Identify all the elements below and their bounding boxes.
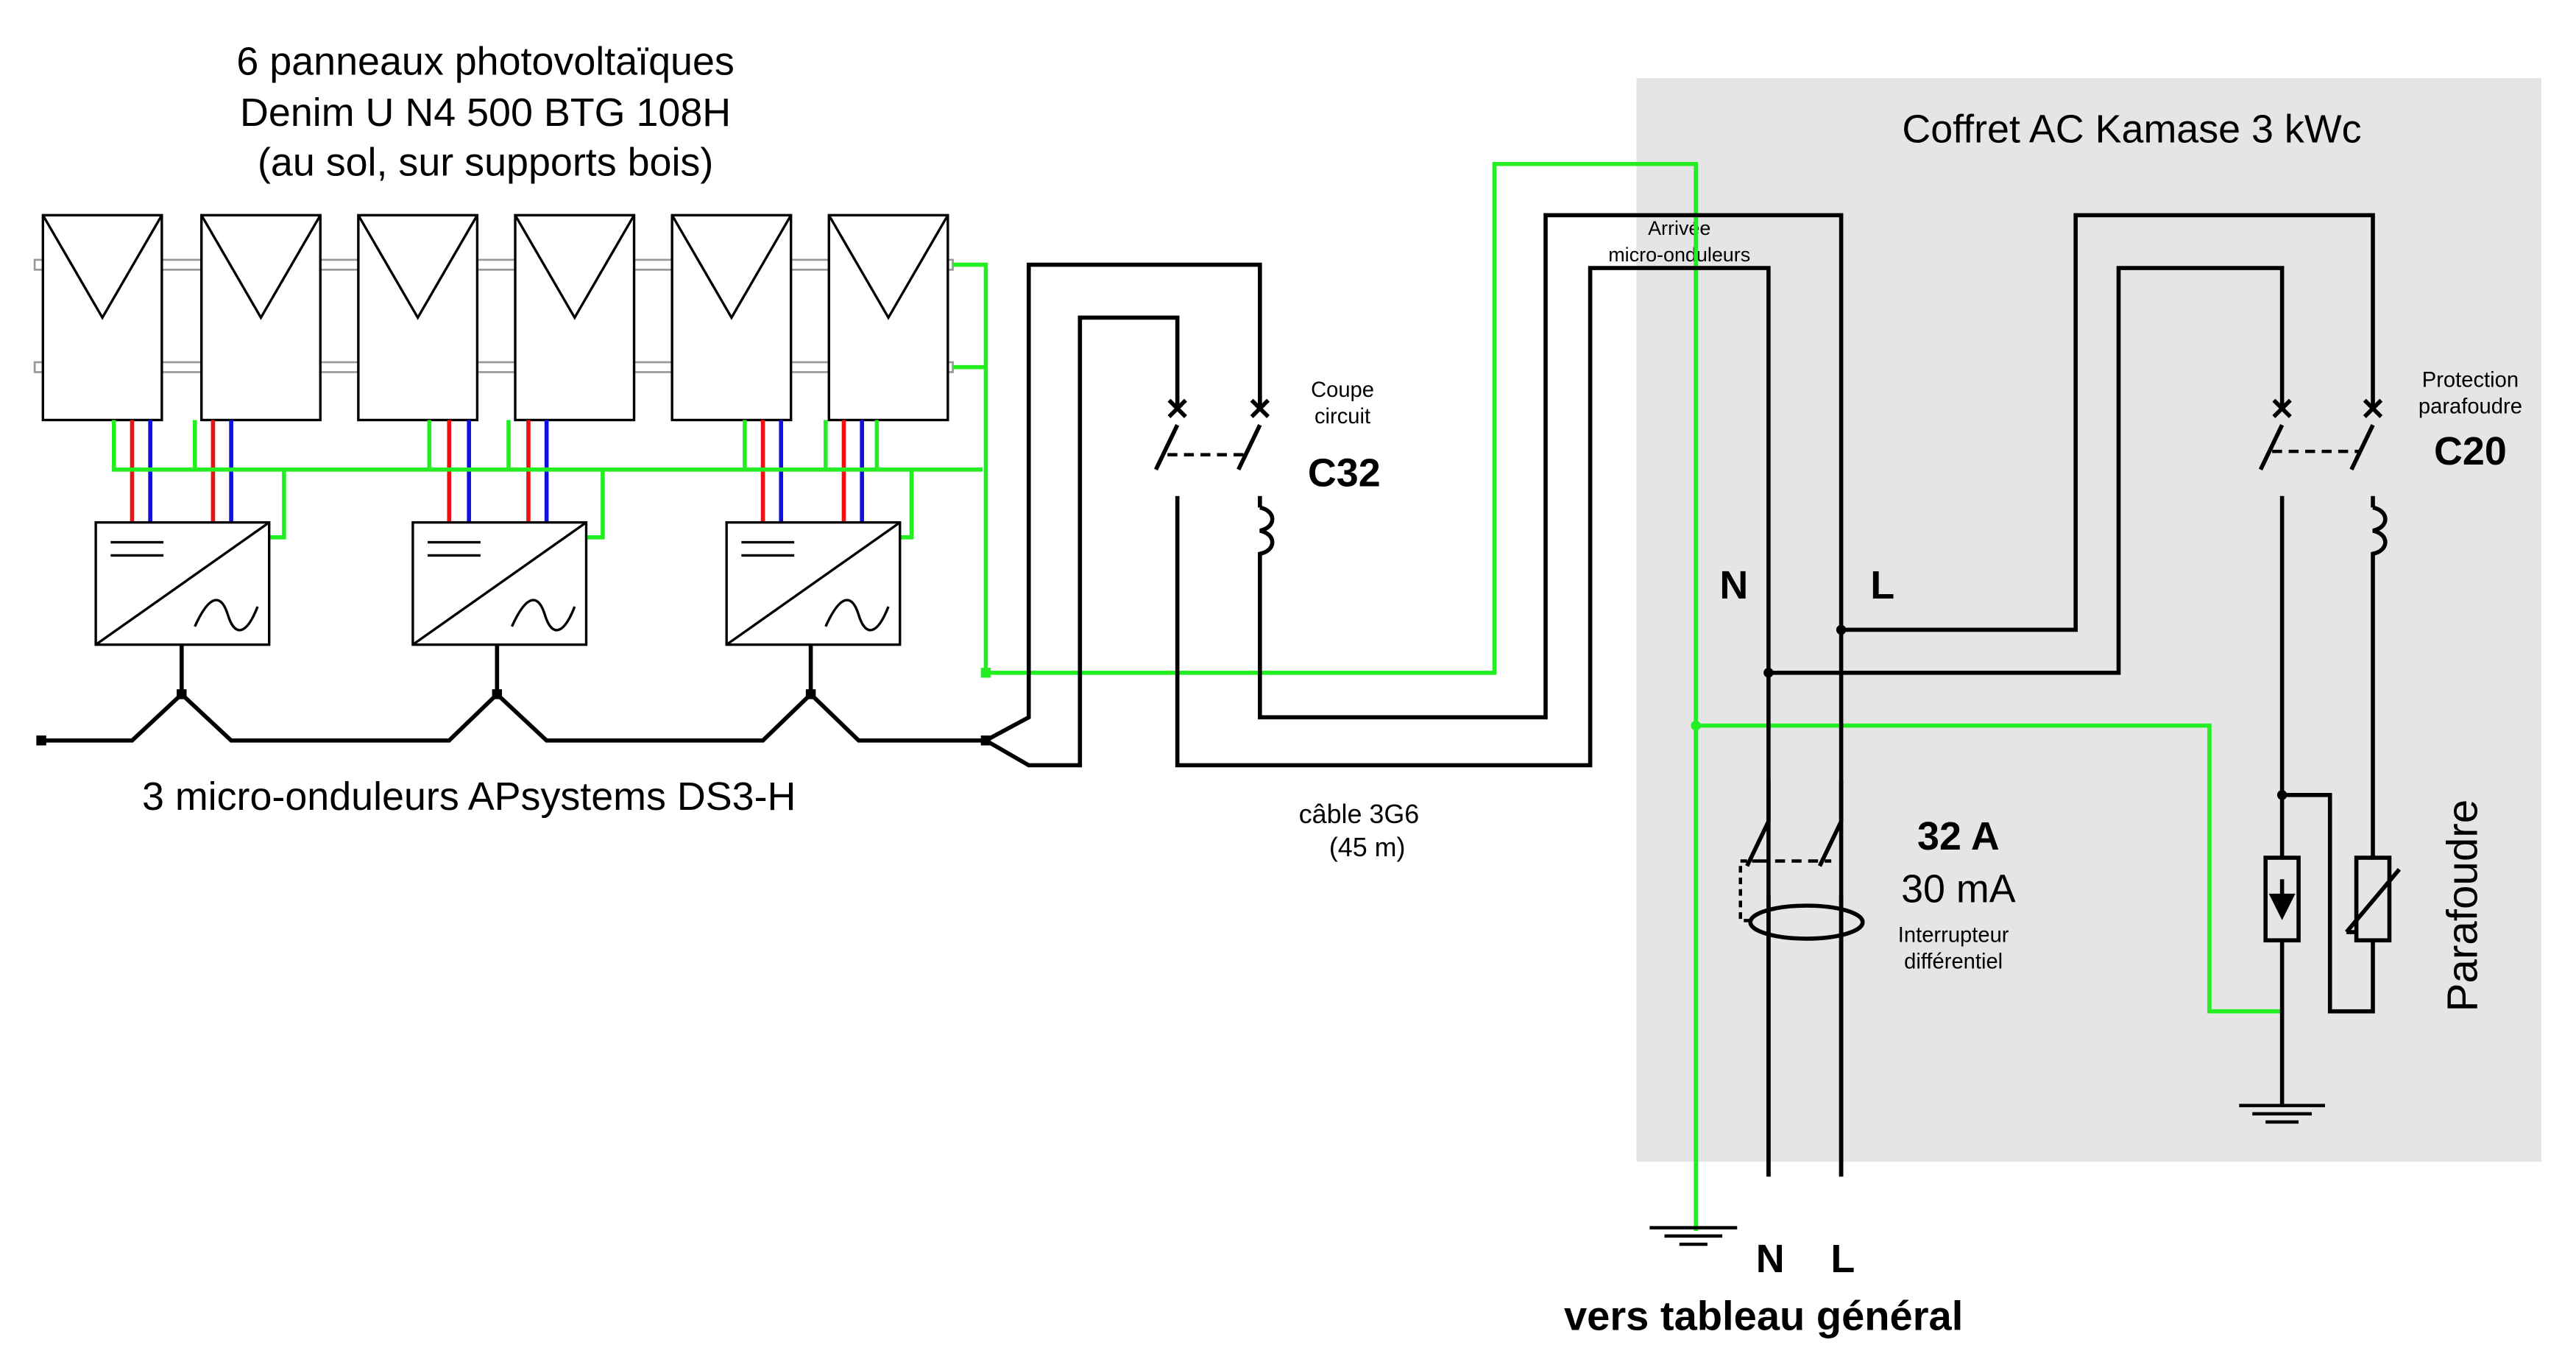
c32-breaker-symbol <box>1153 398 1275 562</box>
panels-title-line2: Denim U N4 500 BTG 108H <box>240 91 731 135</box>
pv-panel <box>200 214 322 422</box>
output-destination: vers tableau général <box>1564 1293 1963 1339</box>
breaker-c32-label-line2: circuit <box>1314 405 1370 428</box>
surge-protector-symbol <box>2263 855 2402 943</box>
panels-title-line3: (au sol, sur supports bois) <box>258 140 713 184</box>
surge-breaker-label-line2: parafoudre <box>2418 395 2522 419</box>
rcd-name-line2: différentiel <box>1904 950 2003 973</box>
surge-protector-label: Parafoudre <box>2438 800 2486 1012</box>
panels-title-line1: 6 panneaux photovoltaïques <box>236 40 734 84</box>
pv-panel <box>41 214 163 422</box>
arrival-label-line2: micro-onduleurs <box>1608 244 1750 266</box>
output-l-label: L <box>1830 1237 1855 1281</box>
arrival-label-line1: Arrivée <box>1648 217 1710 239</box>
surge-breaker-label-line1: Protection <box>2422 369 2519 392</box>
pv-panel <box>514 214 636 422</box>
ac-box-title: Coffret AC Kamase 3 kWc <box>1902 107 2361 152</box>
pv-panels <box>41 214 949 422</box>
ac-box-l-label: L <box>1870 563 1894 607</box>
cable-label-line1: câble 3G6 <box>1299 800 1420 829</box>
ac-box-background <box>1636 78 2541 1162</box>
rcd-current: 32 A <box>1917 814 2000 858</box>
rcd-name-line1: Interrupteur <box>1898 923 2009 947</box>
rcd-symbol <box>1738 780 1865 1177</box>
ac-box-n-label: N <box>1719 563 1748 607</box>
micro-inverters <box>94 521 902 646</box>
surge-breaker-rating: C20 <box>2434 429 2507 473</box>
inverters-label: 3 micro-onduleurs APsystems DS3-H <box>142 774 796 819</box>
micro-inverter <box>411 521 588 646</box>
connection-terminals <box>36 624 2287 800</box>
cable-label-line2: (45 m) <box>1329 833 1406 862</box>
breaker-c32-rating: C32 <box>1308 451 1381 495</box>
pv-panel <box>827 214 949 422</box>
micro-inverter <box>725 521 902 646</box>
earth-ground-symbol <box>1649 1104 2325 1246</box>
pv-panel <box>357 214 479 422</box>
micro-inverter <box>94 521 271 646</box>
pv-panel <box>670 214 793 422</box>
output-n-label: N <box>1756 1237 1785 1281</box>
c20-breaker-symbol <box>2258 398 2388 562</box>
earth-wires <box>112 161 2282 1232</box>
rcd-sensitivity: 30 mA <box>1901 867 2016 911</box>
breaker-c32-label-line1: Coupe <box>1311 378 1374 402</box>
panel-rails <box>33 258 954 373</box>
